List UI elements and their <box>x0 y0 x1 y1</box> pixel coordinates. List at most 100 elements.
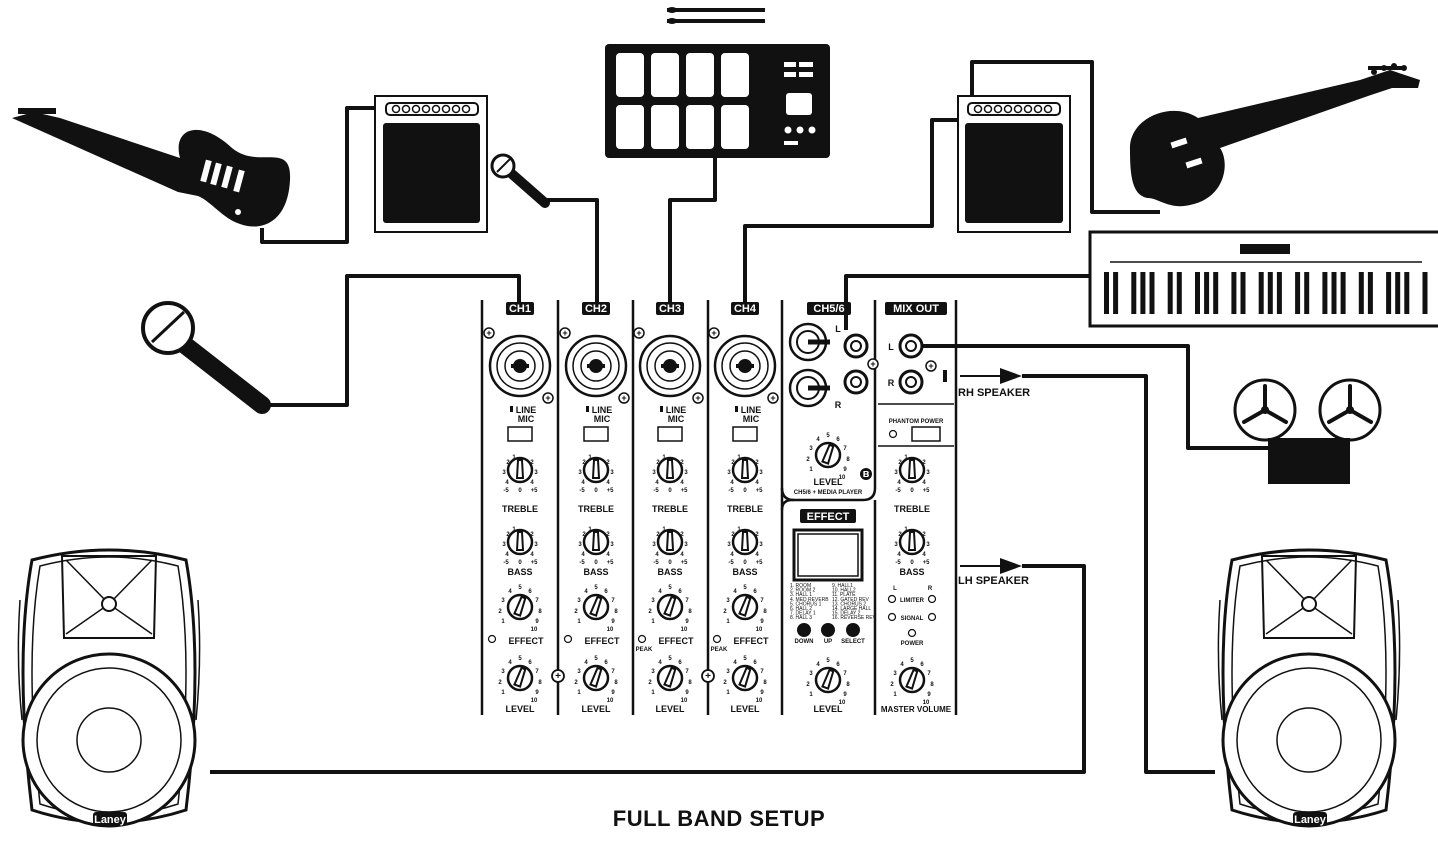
master-volume-label: MASTER VOLUME <box>881 705 952 714</box>
channel-strip-ch3: CH3++LINEMIC1234342-5+50TREBLE1234342-5+… <box>634 302 703 714</box>
screw-mark: + <box>562 328 567 338</box>
line-mic-switch[interactable] <box>658 427 682 441</box>
mix-out-right-label: R <box>888 378 895 388</box>
line-mic-switch[interactable] <box>733 427 757 441</box>
scale-mark: 7 <box>760 598 764 604</box>
scale-mark: 9 <box>843 467 847 473</box>
keyboard-key <box>1204 272 1209 314</box>
effect-select-button[interactable] <box>846 623 860 637</box>
peak-led <box>489 636 496 643</box>
bass-label: BASS <box>507 567 532 577</box>
scale-mark: 5 <box>743 585 747 591</box>
peak-label: PEAK <box>711 647 728 653</box>
scale-mark: 4 <box>733 589 737 595</box>
mic-label: MIC <box>518 414 535 424</box>
mic-label: MIC <box>743 414 760 424</box>
scale-mark: 0 <box>668 560 672 566</box>
scale-mark: 8 <box>930 682 934 688</box>
phantom-power-switch[interactable] <box>912 427 940 441</box>
scale-mark: 4 <box>505 480 509 486</box>
scale-mark: 2 <box>648 609 652 615</box>
line-mic-switch[interactable] <box>508 427 532 441</box>
keyboard-key <box>1322 272 1327 314</box>
bass-amp-right-icon <box>958 96 1070 232</box>
keyboard-key <box>1195 272 1200 314</box>
scale-mark: 7 <box>760 669 764 675</box>
effect-up-button[interactable] <box>821 623 835 637</box>
switch-indicator-icon <box>510 406 513 412</box>
scale-mark: 8 <box>538 680 542 686</box>
woofer <box>23 654 195 826</box>
scale-mark: +5 <box>681 488 689 494</box>
effect-display-inner <box>798 534 858 576</box>
screw-mark: + <box>770 393 775 403</box>
scale-mark: 9 <box>611 690 615 696</box>
channel-label: CH1 <box>509 303 531 315</box>
keyboard-key <box>1168 272 1173 314</box>
scale-mark: 8 <box>763 609 767 615</box>
knob-pointer <box>593 532 599 550</box>
scale-mark: 5 <box>594 656 598 662</box>
scale-mark: 3 <box>759 542 763 548</box>
scale-mark: 3 <box>502 470 506 476</box>
scale-mark: 5 <box>668 585 672 591</box>
scale-mark: 1 <box>501 619 505 625</box>
scale-mark: 9 <box>927 692 931 698</box>
scale-mark: 3 <box>726 598 730 604</box>
scale-mark: 3 <box>809 446 813 452</box>
scale-mark: -5 <box>653 488 659 494</box>
mic-label: MIC <box>594 414 611 424</box>
effect-up-label: UP <box>824 639 832 645</box>
scale-mark: +5 <box>756 560 764 566</box>
scale-mark: 6 <box>604 589 608 595</box>
line-mic-switch[interactable] <box>584 427 608 441</box>
scale-mark: 5 <box>826 658 830 664</box>
knob-pointer <box>593 460 599 478</box>
channel-strip-ch2: CH2++LINEMIC1234342-5+50TREBLE1234342-5+… <box>560 302 629 714</box>
meter-right-label: R <box>928 586 933 592</box>
scale-mark: 1 <box>809 692 813 698</box>
microphone-large-icon <box>143 303 262 405</box>
rh-speaker-output: RH SPEAKER <box>958 368 1030 399</box>
channel-strip-ch1: CH1++LINEMIC1234342-5+50TREBLE1234342-5+… <box>484 302 553 714</box>
channel-label: CH4 <box>734 303 757 315</box>
limiter-left-led <box>889 596 896 603</box>
keyboard-key <box>1150 272 1155 314</box>
scale-mark: 3 <box>534 542 538 548</box>
scale-mark: 6 <box>753 589 757 595</box>
scale-mark: 4 <box>816 437 820 443</box>
scale-mark: 9 <box>535 690 539 696</box>
scale-mark: 3 <box>926 470 930 476</box>
lh-speaker-label: LH SPEAKER <box>958 575 1029 587</box>
scale-mark: +5 <box>531 488 539 494</box>
scale-mark: -5 <box>653 560 659 566</box>
scale-mark: 2 <box>498 609 502 615</box>
effect-down-button[interactable] <box>797 623 811 637</box>
scale-mark: 2 <box>806 682 810 688</box>
keyboard-icon <box>1090 232 1438 326</box>
scale-mark: -5 <box>503 488 509 494</box>
scale-mark: 5 <box>743 656 747 662</box>
